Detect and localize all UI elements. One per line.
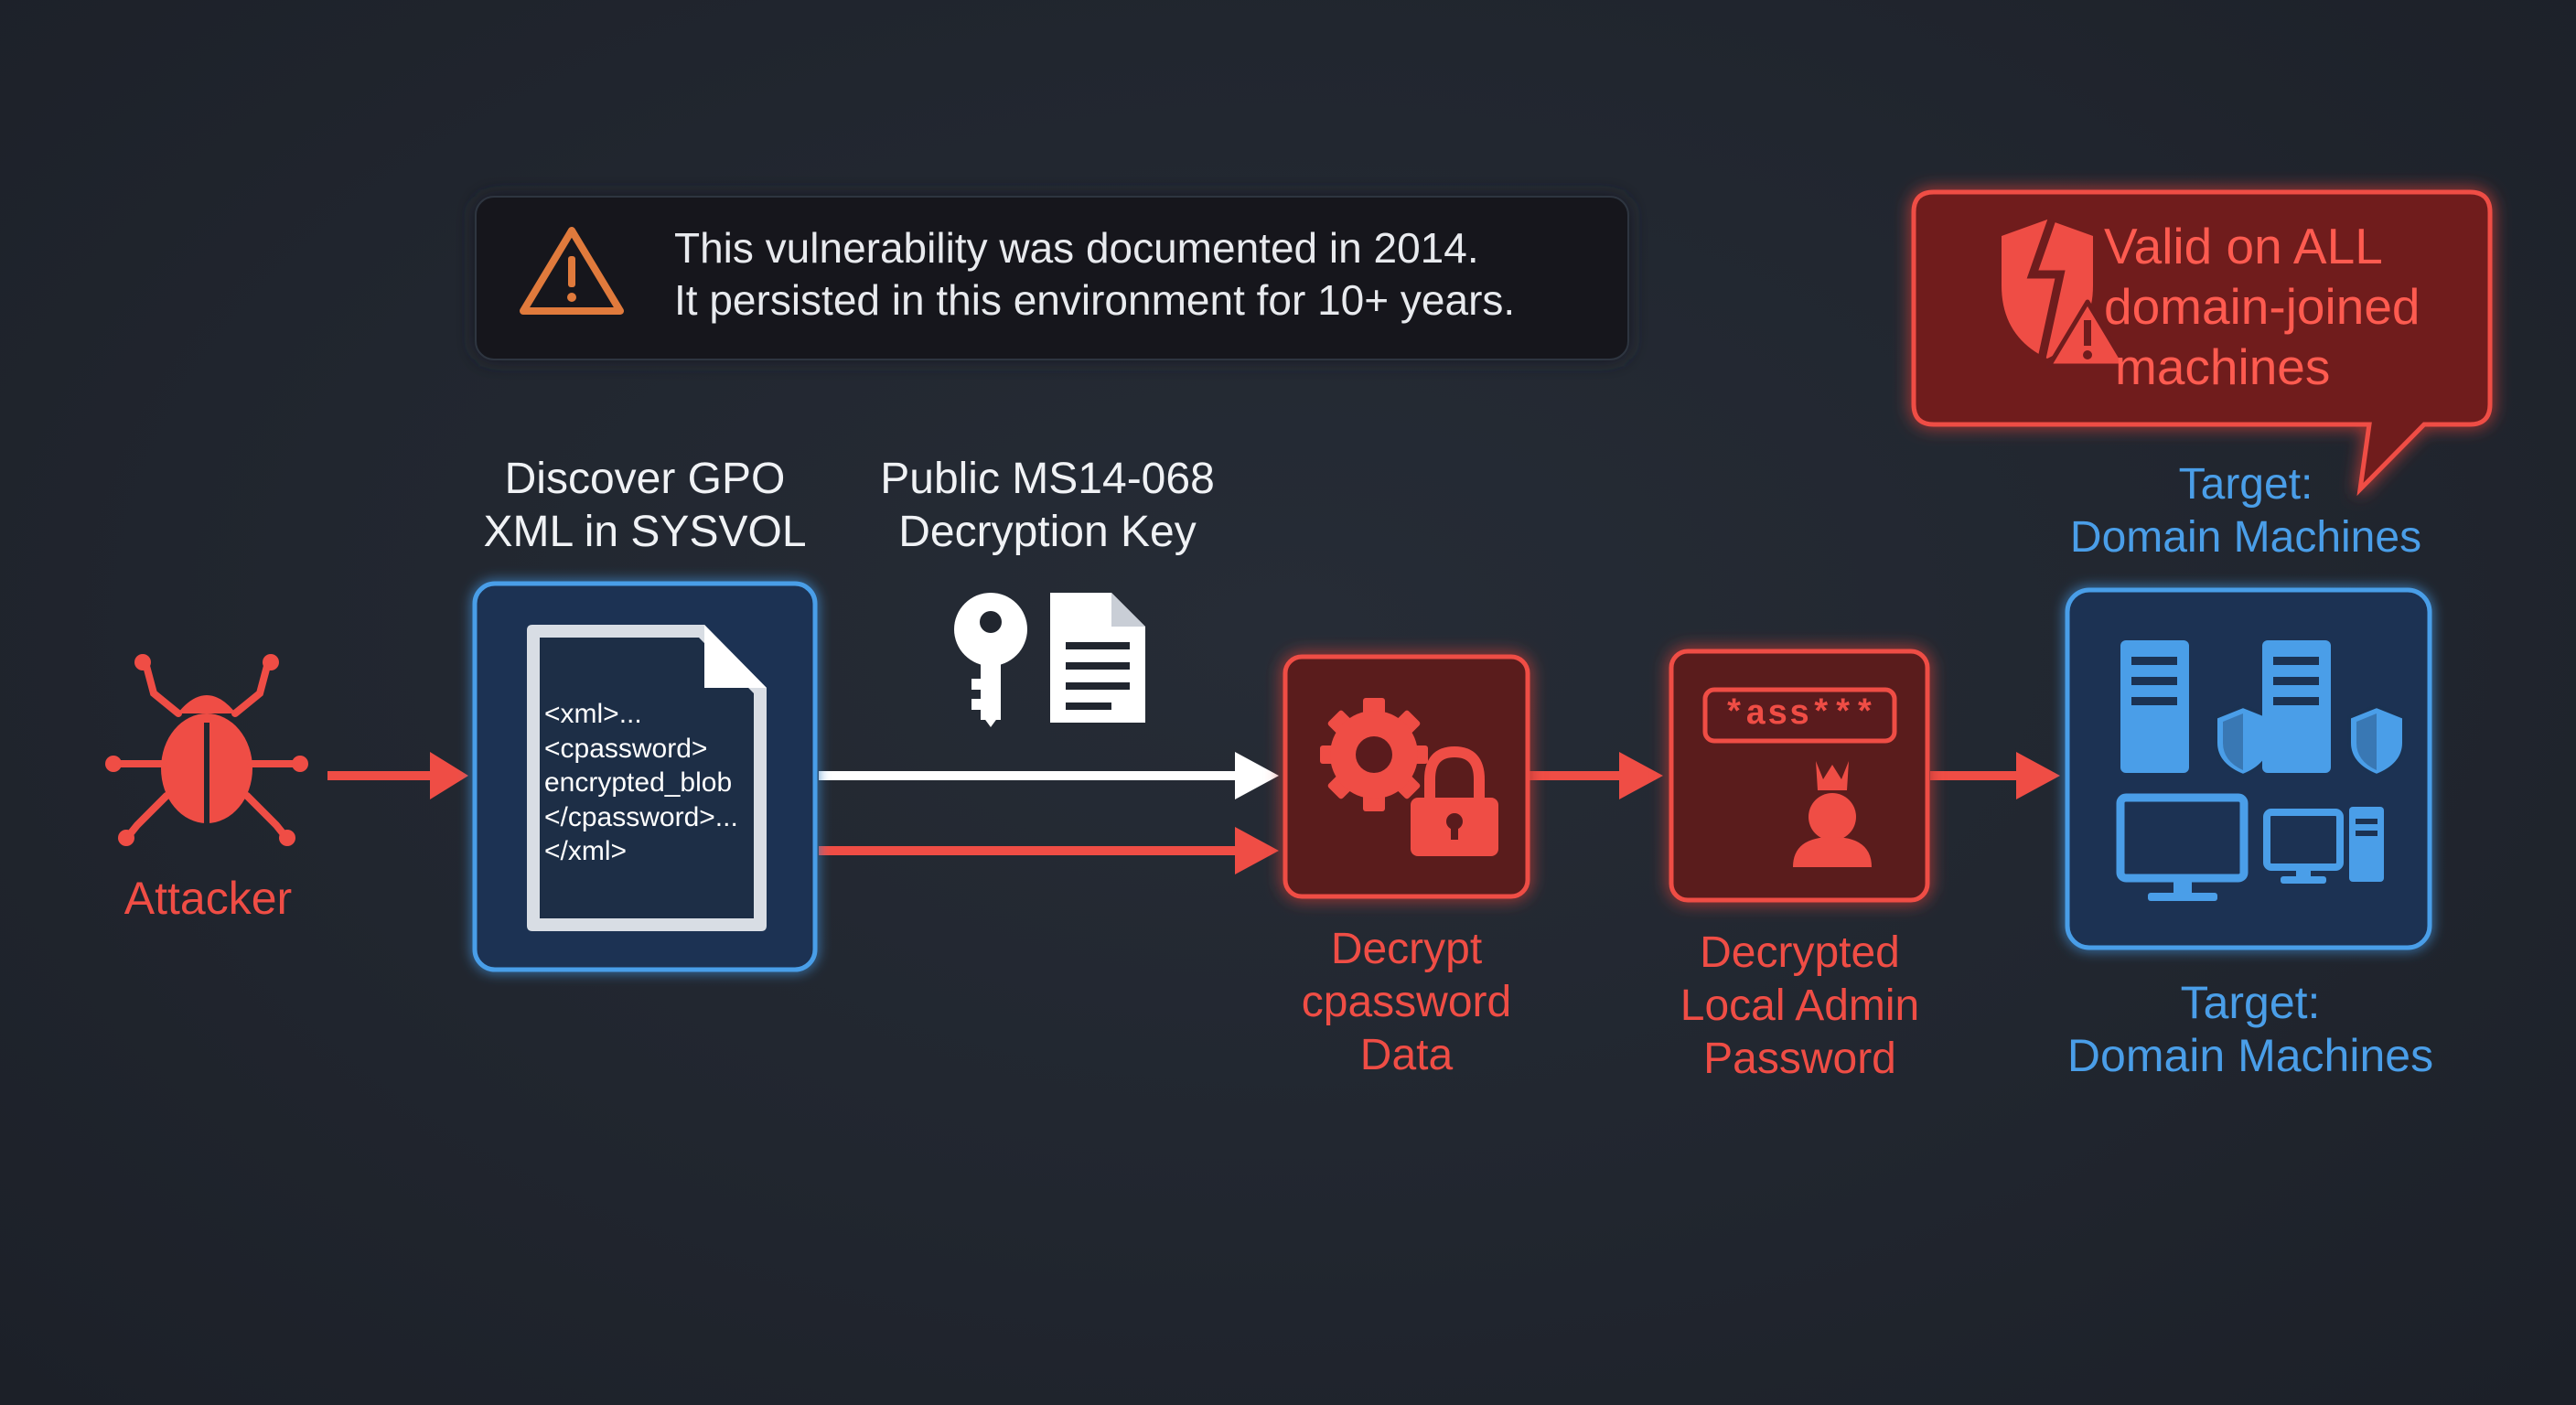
callout-bubble — [1911, 189, 2493, 497]
xml-line: <xml>... — [544, 699, 642, 729]
xml-document-icon — [527, 625, 767, 931]
password-label-line-2: Local Admin — [1680, 981, 1920, 1030]
target-bottom-line-2: Domain Machines — [2066, 1030, 2434, 1081]
key-icon — [954, 593, 1027, 727]
target-bottom-line-1: Target: — [2180, 977, 2321, 1028]
target-top-line-2: Domain Machines — [2069, 513, 2422, 562]
attacker-label: Attacker — [123, 873, 293, 924]
gpo-title-line-2: XML in SYSVOL — [483, 508, 807, 556]
callout-line-3: machines — [2115, 338, 2331, 395]
arrow-gpo-to-decrypt — [819, 827, 1279, 874]
gpo-title: Discover GPO XML in SYSVOL — [462, 453, 828, 559]
arrow-decrypt-to-password — [1530, 752, 1663, 799]
gear-lock-icon — [1320, 698, 1498, 856]
xml-line: <cpassword> — [544, 733, 708, 764]
password-box — [1669, 649, 1930, 903]
broken-shield-warning-icon — [2002, 218, 2129, 369]
gpo-title-line-1: Discover GPO — [504, 455, 786, 503]
xml-line: </xml> — [544, 836, 628, 866]
arrow-key-to-decrypt — [819, 752, 1279, 799]
decrypt-box — [1283, 654, 1530, 899]
target-bottom-label: Target: Domain Machines — [2022, 976, 2479, 1082]
warning-text: This vulnerability was documented in 201… — [674, 222, 1515, 327]
callout-line-1: Valid on ALL — [2104, 218, 2383, 274]
key-title-line-1: Public MS14-068 — [880, 455, 1215, 503]
warning-line-2: It persisted in this environment for 10+… — [674, 276, 1516, 324]
admin-user-icon — [1793, 761, 1872, 867]
password-field-text: *ass*** — [1723, 695, 1876, 735]
bug-icon — [105, 654, 308, 846]
arrow-password-to-target — [1930, 752, 2060, 799]
xml-line: </cpassword>... — [544, 801, 738, 832]
document-icon — [1050, 593, 1145, 723]
gpo-box — [472, 581, 818, 972]
password-label-line-1: Decrypted — [1700, 928, 1900, 977]
xml-line: encrypted_blob — [544, 767, 733, 798]
password-label: Decrypted Local Admin Password — [1647, 927, 1953, 1086]
arrow-attacker-to-gpo — [327, 752, 468, 799]
decrypt-label-line-2: cpassword — [1301, 978, 1512, 1026]
decrypt-label: Decrypt cpassword Data — [1262, 923, 1551, 1082]
warning-banner — [475, 196, 1629, 360]
password-label-line-3: Password — [1703, 1035, 1896, 1083]
callout-line-2: domain-joined — [2104, 278, 2420, 335]
decrypt-label-line-1: Decrypt — [1330, 925, 1483, 973]
servers-workstations-icon — [2116, 640, 2406, 901]
warning-line-1: This vulnerability was documented in 201… — [674, 224, 1479, 272]
warning-triangle-icon — [520, 227, 624, 315]
target-top-label: Target: Domain Machines — [2022, 458, 2470, 564]
xml-code: <xml>... <cpassword> encrypted_blob </cp… — [544, 697, 738, 869]
target-top-line-1: Target: — [2178, 460, 2313, 509]
key-title: Public MS14-068 Decryption Key — [842, 453, 1253, 559]
decrypt-label-line-3: Data — [1359, 1031, 1454, 1079]
password-field — [1702, 687, 1897, 744]
target-box — [2065, 587, 2432, 950]
callout-text: Valid on ALL domain-joined machines — [2104, 216, 2420, 397]
key-title-line-2: Decryption Key — [898, 508, 1197, 556]
